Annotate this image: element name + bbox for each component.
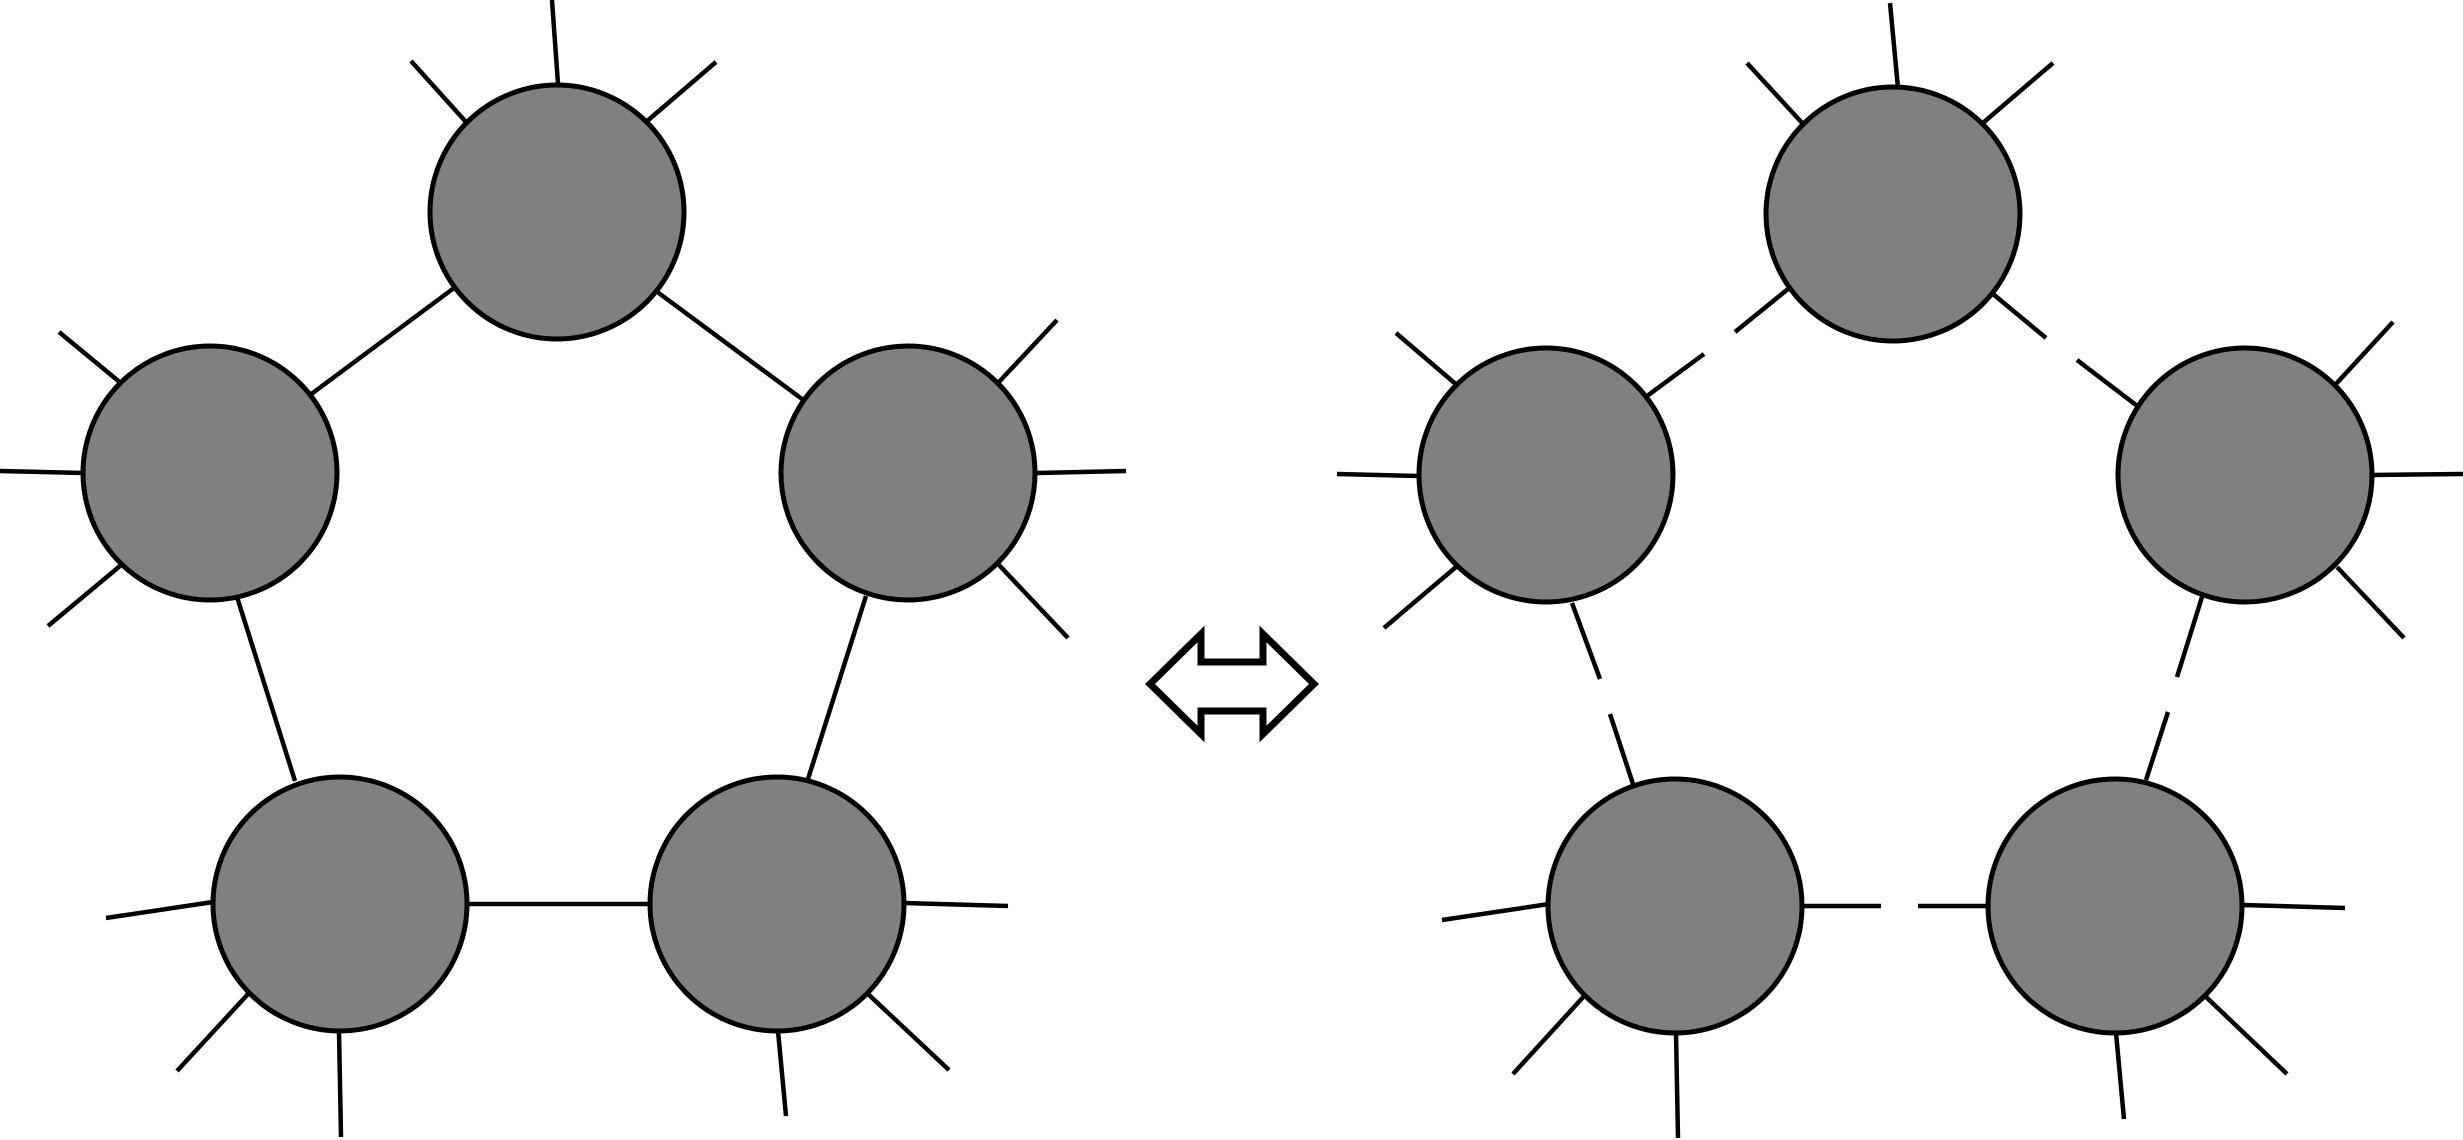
left-external-stubs (0, 0, 1127, 1138)
right-stub (1441, 901, 1550, 923)
right-node-mid-left (1416, 345, 1676, 605)
right-broken-stub (1569, 602, 1603, 680)
left-edge-top-midleft (308, 286, 456, 397)
right-node-top (1763, 84, 2023, 344)
left-stub (336, 1030, 344, 1138)
left-node-bottom-right (647, 774, 907, 1034)
right-stub (2202, 993, 2289, 1076)
right-node-mid-right (2115, 345, 2375, 605)
right-broken-stub (1991, 292, 2048, 340)
right-stub (1982, 61, 2055, 124)
right-broken-stub (1607, 713, 1636, 785)
left-stub (549, 0, 561, 85)
left-stub (0, 468, 85, 476)
right-stub (2113, 1032, 2127, 1120)
left-edge-top-midright (654, 289, 804, 401)
left-node-top (427, 82, 687, 342)
right-broken-stub (2075, 358, 2138, 407)
right-stub (2335, 565, 2406, 640)
left-stub (175, 991, 251, 1073)
left-stub (46, 564, 122, 628)
right-stub (1382, 565, 1458, 630)
right-stub (1887, 2, 1901, 89)
left-stub (57, 330, 124, 386)
left-network (0, 0, 1127, 1138)
left-stub (903, 900, 1009, 909)
left-nodes (80, 82, 1038, 1034)
right-stub (1745, 61, 1806, 127)
right-broken-stub (1733, 287, 1790, 334)
right-nodes (1416, 84, 2375, 1036)
right-stub (1336, 471, 1420, 479)
right-stub (2242, 902, 2346, 911)
left-stub (996, 318, 1059, 385)
right-network (1336, 2, 2463, 1139)
right-stub (2371, 471, 2463, 478)
right-stub (1673, 1033, 1681, 1139)
double-headed-arrow-shape (1145, 625, 1319, 743)
right-external-stubs (1336, 2, 2463, 1139)
right-stub (1511, 992, 1588, 1076)
left-stub (866, 992, 951, 1072)
right-node-bottom-left (1545, 776, 1805, 1036)
right-broken-stub (2174, 596, 2205, 678)
left-stub (409, 59, 468, 124)
right-node-bottom-right (1985, 776, 2245, 1036)
right-stub (1394, 331, 1460, 388)
right-broken-stub (1645, 352, 1706, 398)
left-edge-midright-bottomright (805, 595, 869, 780)
right-broken-stub (2143, 711, 2171, 781)
right-broken-edges (1569, 287, 2205, 909)
left-node-mid-right (778, 343, 1038, 603)
left-stub (997, 563, 1070, 640)
left-stub (644, 60, 718, 124)
double-headed-arrow-icon (1145, 625, 1319, 743)
left-node-mid-left (80, 343, 340, 603)
left-stub (1036, 468, 1127, 476)
left-ring-edges (234, 286, 869, 907)
left-node-bottom-left (210, 774, 470, 1034)
left-edge-midleft-bottomleft (234, 596, 298, 782)
left-stub (105, 899, 214, 921)
right-stub (2333, 320, 2395, 387)
left-stub (775, 1030, 789, 1117)
